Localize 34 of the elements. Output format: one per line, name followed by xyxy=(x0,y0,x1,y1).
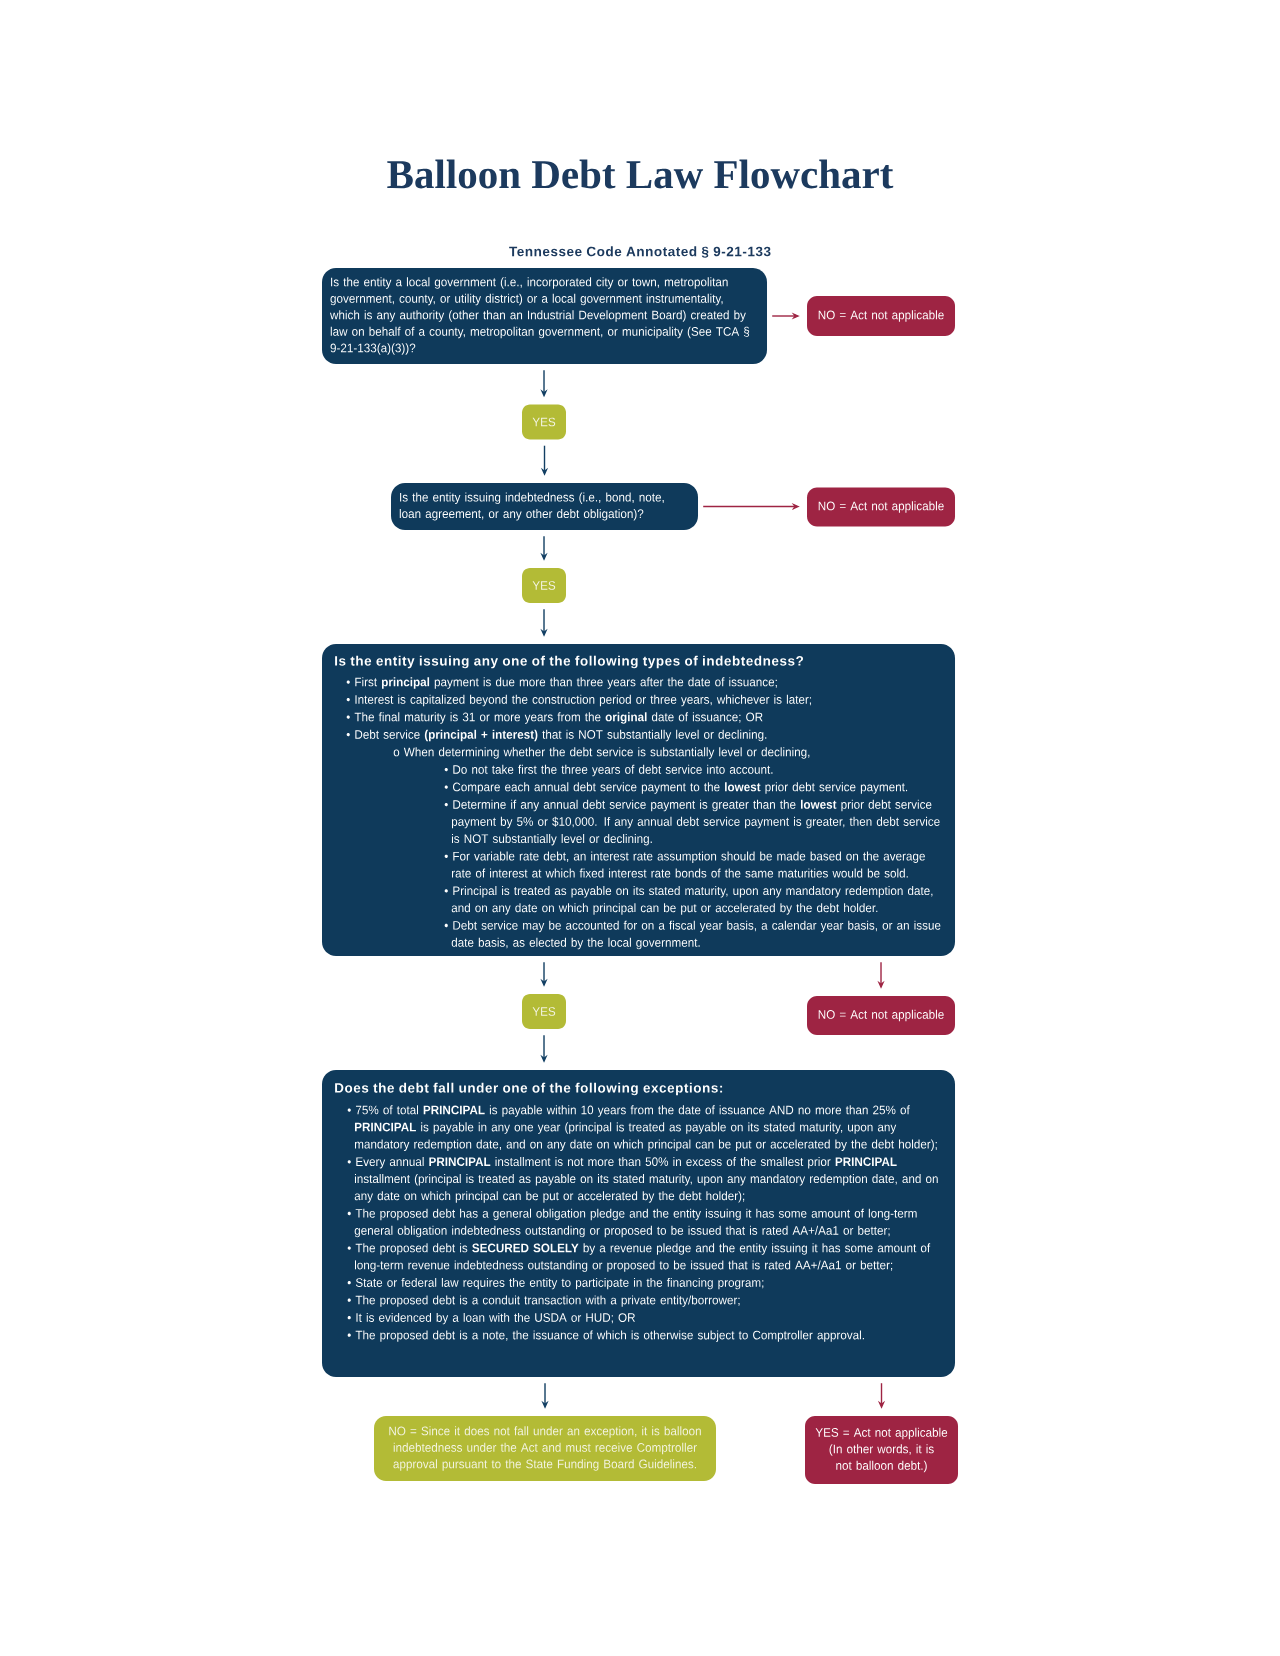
question-box xyxy=(322,644,955,956)
question-box: Is the entity issuing indebtedness (i.e., bond, note, loan agreement, or any other debt obligation)? xyxy=(391,483,698,530)
list-item: • The proposed debt has a general obligation pledge and the entity issuing it has some amount of long-term general obligation indebtedness outstanding or proposed to be issued that is rated AA+/Aa1 or better; xyxy=(347,1208,917,1238)
question-heading: Does the debt fall under one of the following exceptions: xyxy=(335,1082,723,1096)
list-item: • The proposed debt is a note, the issuance of which is otherwise subject to Comptroller approval. xyxy=(347,1330,864,1342)
answer-tag: YES xyxy=(522,568,566,603)
question-box xyxy=(322,1070,955,1377)
list-item: • State or federal law requires the entity to participate in the financing program; xyxy=(347,1277,764,1290)
answer-tag: YES xyxy=(522,404,566,440)
list-item: o When determining whether the debt service is substantially level or declining, xyxy=(393,747,810,759)
list-item: • Debt service may be accounted for on a fiscal year basis, a calendar year basis, or an issue date basis, as elected by the local government. xyxy=(444,920,941,950)
list-item: • For variable rate debt, an interest rate assumption should be made based on the average rate of interest at which fixed interest rate bonds of the same maturities would be sold. xyxy=(444,851,925,878)
answer-tag: YES xyxy=(522,994,566,1029)
list-item: • Determine if any annual debt service payment is greater than the lowest prior debt service payment by 5% or $10,000. If any annual debt service payment is greater, then debt service is NOT substantially level or declining. xyxy=(444,799,940,846)
outcome-box: NO = Act not applicable xyxy=(807,487,955,527)
list-item: • Do not take first the three years of debt service into account. xyxy=(444,764,773,777)
outcome-box: NO = Act not applicable xyxy=(807,996,955,1035)
list-item: • The proposed debt is SECURED SOLELY by a revenue pledge and the entity issuing it has some amount of long-term revenue indebtedness outstanding or proposed to be issued that is rated AA+/Aa1 or better; xyxy=(347,1243,931,1272)
outcome-box: YES = Act not applicable (In other words, it is not balloon debt.) xyxy=(805,1416,958,1484)
question-heading: Is the entity issuing any one of the following types of indebtedness? xyxy=(335,655,803,669)
list-item: • The proposed debt is a conduit transaction with a private entity/borrower; xyxy=(347,1295,740,1307)
outcome-box: NO = Act not applicable xyxy=(807,296,955,336)
list-item: • It is evidenced by a loan with the USDA or HUD; OR xyxy=(347,1312,635,1325)
list-item: • Interest is capitalized beyond the construction period or three years, whichever is later; xyxy=(346,694,811,707)
question-box: Is the entity a local government (i.e., incorporated city or town, metropolitan government, county, or utility district) or a local government instrumentality, which is any authority (other than an Industrial Development Board) created by law on behalf of a county, metropolitan government, or municipality (See TCA § 9-21-133(a)(3))? xyxy=(322,268,767,364)
list-item: • The final maturity is 31 or more years from the original date of issuance; OR xyxy=(346,712,763,724)
list-item: • Principal is treated as payable on its stated maturity, upon any mandatory redemption date, and on any date on which principal can be put or accelerated by the debt holder. xyxy=(444,886,933,915)
list-item: • Compare each annual debt service payment to the lowest prior debt service payment. xyxy=(444,782,908,794)
list-item: • 75% of total PRINCIPAL is payable within 10 years from the date of issuance AND no more than 25% of PRINCIPAL is payable in any one year (principal is treated as payable on its stated maturity, upon any mandatory redemption date, and on any date on which principal can be put or accelerated by the debt holder); xyxy=(347,1105,937,1151)
title: Balloon Debt Law Flowchart xyxy=(387,159,894,189)
list-item: • First principal payment is due more than three years after the date of issuance; xyxy=(346,677,777,689)
outcome-box: NO = Since it does not fall under an exception, it is balloon indebtedness under the Act and must receive Comptroller approval pursuant to the State Funding Board Guidelines. xyxy=(374,1416,716,1481)
list-item: • Every annual PRINCIPAL installment is not more than 50% in excess of the smallest prior PRINCIPAL installment (principal is treated as payable on its stated maturity, upon any mandatory redemption date, and on any date on which principal can be put or accelerated by the debt holder); xyxy=(347,1156,938,1203)
list-item: • Debt service (principal + interest) that is NOT substantially level or declining. xyxy=(346,729,767,742)
